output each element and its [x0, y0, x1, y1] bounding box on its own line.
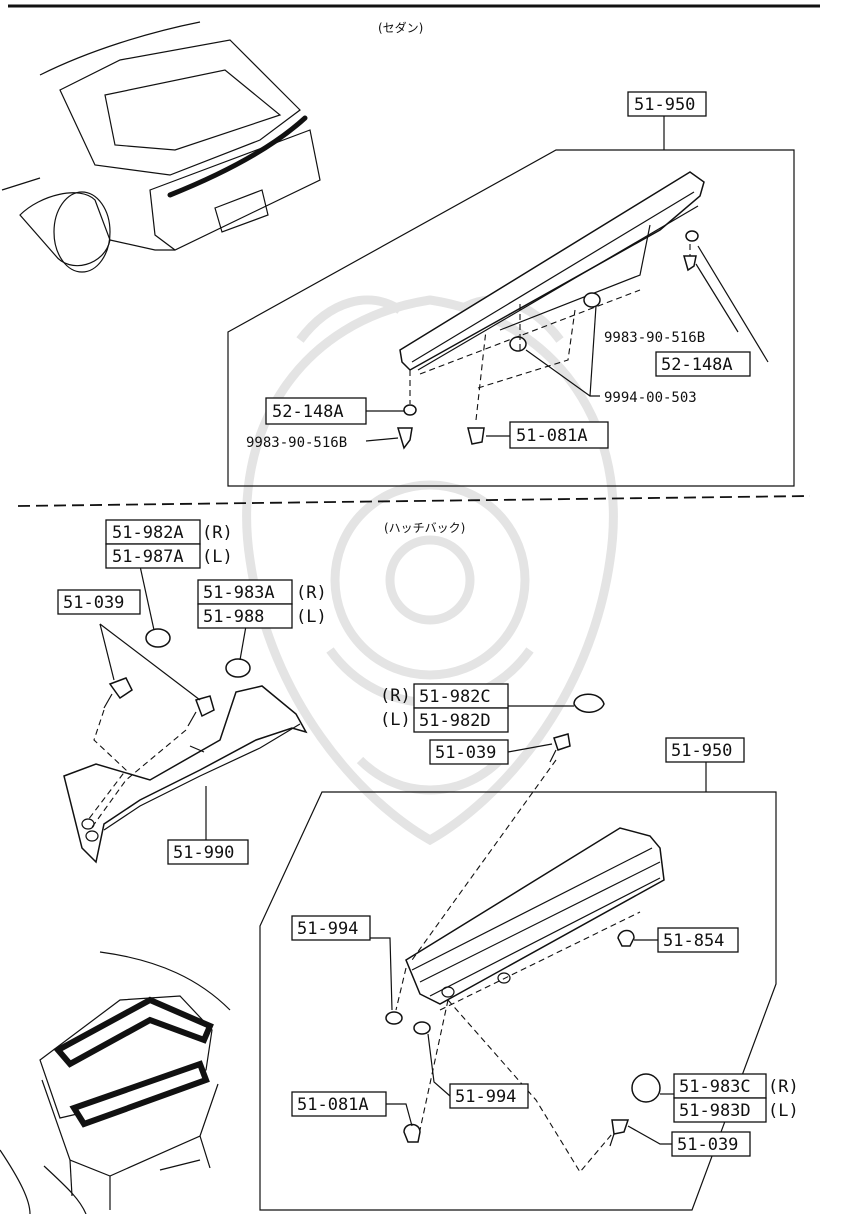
label-hatch-cover2: 51-983C 51-983D (R) (L) — [673, 1073, 799, 1123]
label-hatch-clip: 51-081A — [291, 1091, 387, 1117]
hatchback-spoiler-part — [395, 759, 665, 1173]
sedan-spoiler-part — [399, 171, 705, 375]
svg-text:52-148A: 52-148A — [661, 355, 733, 375]
svg-text:51-994: 51-994 — [297, 919, 358, 939]
svg-text:51-983A: 51-983A — [203, 583, 275, 603]
svg-text:51-982C: 51-982C — [419, 687, 491, 707]
label-sedan-washer-left: 52-148A — [265, 397, 367, 425]
label-sedan-screw-right: 9983-90-516B — [604, 330, 705, 346]
label-hatch-lamp: 51-854 — [657, 927, 739, 953]
label-hatch-garnish: 51-990 — [167, 839, 249, 865]
label-hatch-cover-l: 51-988 (L) — [197, 603, 327, 629]
hatchback-upper-fasteners — [87, 565, 251, 840]
svg-text:51-994: 51-994 — [455, 1087, 516, 1107]
label-hatch-grommet-bottom: 51-994 — [449, 1083, 529, 1109]
label-sedan-grommet: 9994-00-503 — [604, 390, 697, 406]
svg-text:(R): (R) — [296, 583, 327, 603]
label-hatch-cap-l: 51-987A (L) — [105, 543, 233, 569]
svg-text:(L): (L) — [202, 547, 233, 567]
svg-text:51-990: 51-990 — [173, 843, 234, 863]
sedan-leaders — [365, 245, 769, 442]
svg-text:51-039: 51-039 — [677, 1135, 738, 1155]
svg-text:51-039: 51-039 — [63, 593, 124, 613]
sedan-fasteners — [396, 230, 699, 450]
svg-text:51-081A: 51-081A — [516, 426, 588, 446]
svg-text:(L): (L) — [296, 607, 327, 627]
label-sedan-spoiler: 51-950 — [627, 91, 707, 117]
svg-text:51-983C: 51-983C — [679, 1077, 751, 1097]
svg-text:52-148A: 52-148A — [272, 402, 344, 422]
label-hatch-screw-top: 51-039 — [57, 589, 141, 615]
svg-text:51-081A: 51-081A — [297, 1095, 369, 1115]
label-sedan-washer-right: 52-148A — [655, 351, 751, 377]
svg-text:51-982A: 51-982A — [112, 523, 184, 543]
svg-text:(L): (L) — [380, 710, 411, 730]
sedan-car-illustration — [1, 21, 321, 273]
label-hatch-cap-r: 51-982A (R) — [105, 519, 233, 545]
label-hatch-spoiler: 51-950 — [665, 737, 745, 763]
hatchback-lower-leaders — [370, 937, 674, 1145]
screw-mid-part — [553, 733, 571, 751]
svg-text:51-988: 51-988 — [203, 607, 264, 627]
sedan-callout-frame — [227, 149, 795, 487]
hatchback-car-illustration — [0, 951, 231, 1214]
label-hatch-screw-mid: 51-039 — [429, 739, 509, 765]
cap2-part — [573, 693, 605, 713]
label-sedan-screw-left: 9983-90-516B — [246, 435, 347, 451]
svg-text:51-950: 51-950 — [671, 741, 732, 761]
svg-text:51-983D: 51-983D — [679, 1101, 751, 1121]
svg-text:51-982D: 51-982D — [419, 711, 491, 731]
svg-text:51-987A: 51-987A — [112, 547, 184, 567]
sedan-section-title: (セダン) — [378, 20, 423, 35]
label-hatch-screw-bottom: 51-039 — [671, 1131, 751, 1157]
label-hatch-cover-r: 51-983A (R) — [197, 579, 327, 605]
hatchback-garnish-part — [63, 685, 308, 864]
svg-text:(R): (R) — [380, 686, 411, 706]
section-divider — [17, 495, 811, 507]
svg-text:(R): (R) — [768, 1077, 799, 1097]
svg-text:(R): (R) — [202, 523, 233, 543]
hatchback-section-title: (ハッチバック) — [384, 521, 465, 535]
svg-text:51-950: 51-950 — [634, 95, 695, 115]
label-hatch-grommet-left: 51-994 — [291, 915, 371, 941]
hatchback-lower-fasteners — [385, 929, 661, 1147]
svg-text:(L): (L) — [768, 1101, 799, 1121]
svg-text:51-039: 51-039 — [435, 743, 496, 763]
svg-text:51-854: 51-854 — [663, 931, 724, 951]
label-hatch-cap2: (R) (L) 51-982C 51-982D — [380, 683, 509, 733]
label-sedan-clip: 51-081A — [509, 421, 609, 449]
hatch-callout-frame — [259, 791, 777, 1211]
